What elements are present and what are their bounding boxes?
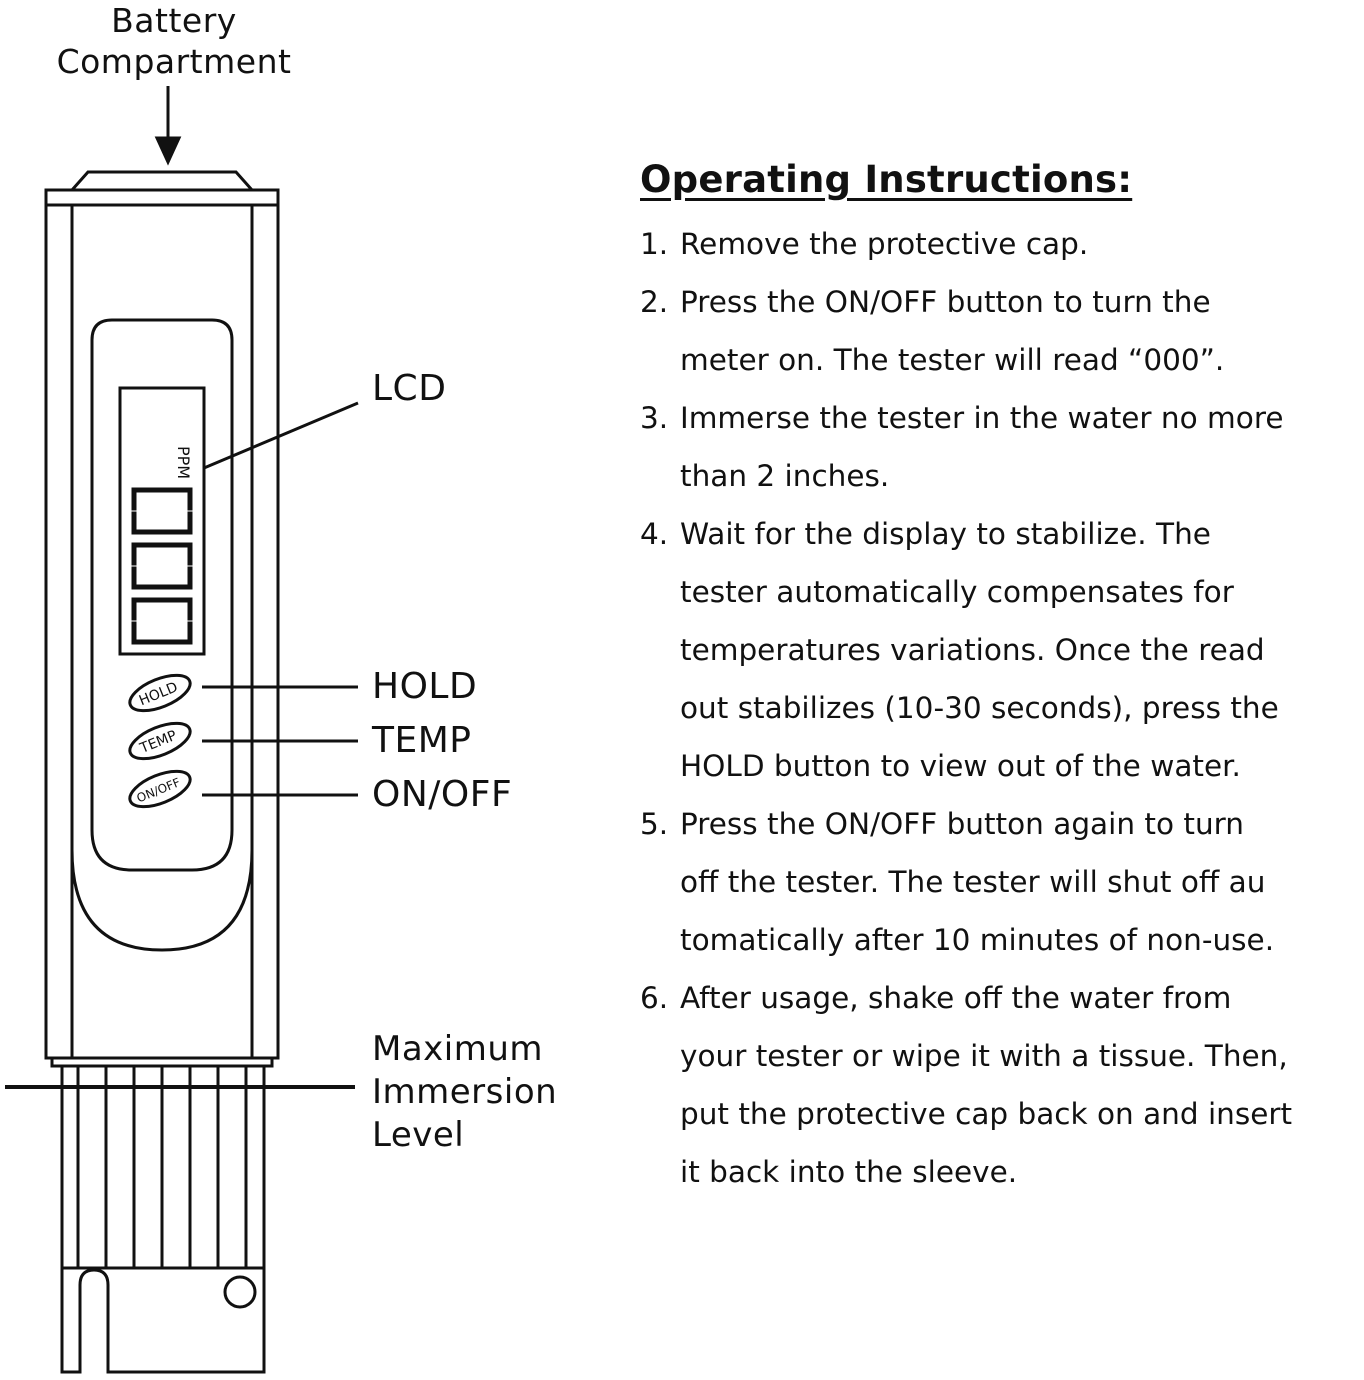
operating-instructions: Operating Instructions: 1. Remove the pr…	[640, 158, 1360, 1201]
probe-hole	[223, 1275, 257, 1309]
step-line: off the tester. The tester will shut off…	[680, 865, 1266, 899]
step-line: HOLD button to view out of the water.	[680, 749, 1241, 783]
max-immersion-label: Maximum Immersion Level	[372, 1029, 558, 1155]
step-2: 2. Press the ON/OFF button to turn the m…	[640, 273, 1360, 389]
step-5: 5. Press the ON/OFF button again to turn…	[640, 795, 1360, 969]
step-line: Wait for the display to stabilize. The	[680, 517, 1211, 551]
step-number: 4.	[640, 517, 669, 551]
onoff-label: ON/OFF	[372, 774, 513, 815]
base-rim	[50, 1056, 274, 1068]
temp-label: TEMP	[372, 720, 472, 761]
front-panel	[70, 205, 254, 952]
step-line: meter on. The tester will read “000”.	[680, 343, 1225, 377]
step-line: your tester or wipe it with a tissue. Th…	[680, 1039, 1288, 1073]
step-1: 1. Remove the protective cap.	[640, 215, 1360, 273]
step-number: 1.	[640, 227, 669, 261]
step-number: 3.	[640, 401, 669, 435]
lcd-reading-value: 000	[0, 0, 2, 1]
step-line: put the protective cap back on and inser…	[680, 1097, 1293, 1131]
lcd-label: LCD	[372, 368, 447, 409]
ppm-unit-label: PPM	[174, 446, 193, 479]
lcd-reading-digits	[131, 487, 193, 645]
onoff-button[interactable]	[125, 764, 195, 814]
step-3: 3. Immerse the tester in the water no mo…	[640, 389, 1360, 505]
hold-button-label: HOLD	[137, 679, 180, 709]
instructions-title: Operating Instructions:	[640, 158, 1133, 201]
step-line: it back into the sleeve.	[680, 1155, 1018, 1189]
onoff-button-label: ON/OFF	[135, 775, 183, 805]
battery-compartment-label: Battery Compartment	[56, 1, 292, 81]
step-line: tester automatically compensates for	[680, 575, 1234, 609]
step-line: temperatures variations. Once the read	[680, 633, 1265, 667]
step-line: Press the ON/OFF button to turn the	[680, 285, 1211, 319]
temp-button[interactable]	[125, 716, 195, 766]
battery-cap	[68, 170, 256, 192]
step-number: 5.	[640, 807, 669, 841]
step-number: 6.	[640, 981, 669, 1015]
step-line: tomatically after 10 minutes of non-use.	[680, 923, 1275, 957]
step-line: Remove the protective cap.	[680, 227, 1089, 261]
step-number: 2.	[640, 285, 669, 319]
step-6: 6. After usage, shake off the water from…	[640, 969, 1360, 1201]
step-line: than 2 inches.	[680, 459, 890, 493]
step-4: 4. Wait for the display to stabilize. Th…	[640, 505, 1360, 795]
lcd-leader	[203, 401, 359, 470]
display-panel	[90, 318, 234, 872]
step-line: out stabilizes (10-30 seconds), press th…	[680, 691, 1279, 725]
step-line: Immerse the tester in the water no more	[680, 401, 1284, 435]
tds-meter-diagram: PPM 000 HOLD TEMP ON/OFF	[0, 0, 359, 1374]
probe-tip	[60, 1268, 266, 1374]
hold-label: HOLD	[372, 666, 478, 707]
lcd-window	[118, 386, 206, 656]
hold-button[interactable]	[125, 668, 195, 718]
electrode-ribs	[60, 1066, 266, 1270]
step-line: After usage, shake off the water from	[680, 981, 1232, 1015]
battery-arrow-head	[154, 136, 182, 166]
step-line: Press the ON/OFF button again to turn	[680, 807, 1244, 841]
